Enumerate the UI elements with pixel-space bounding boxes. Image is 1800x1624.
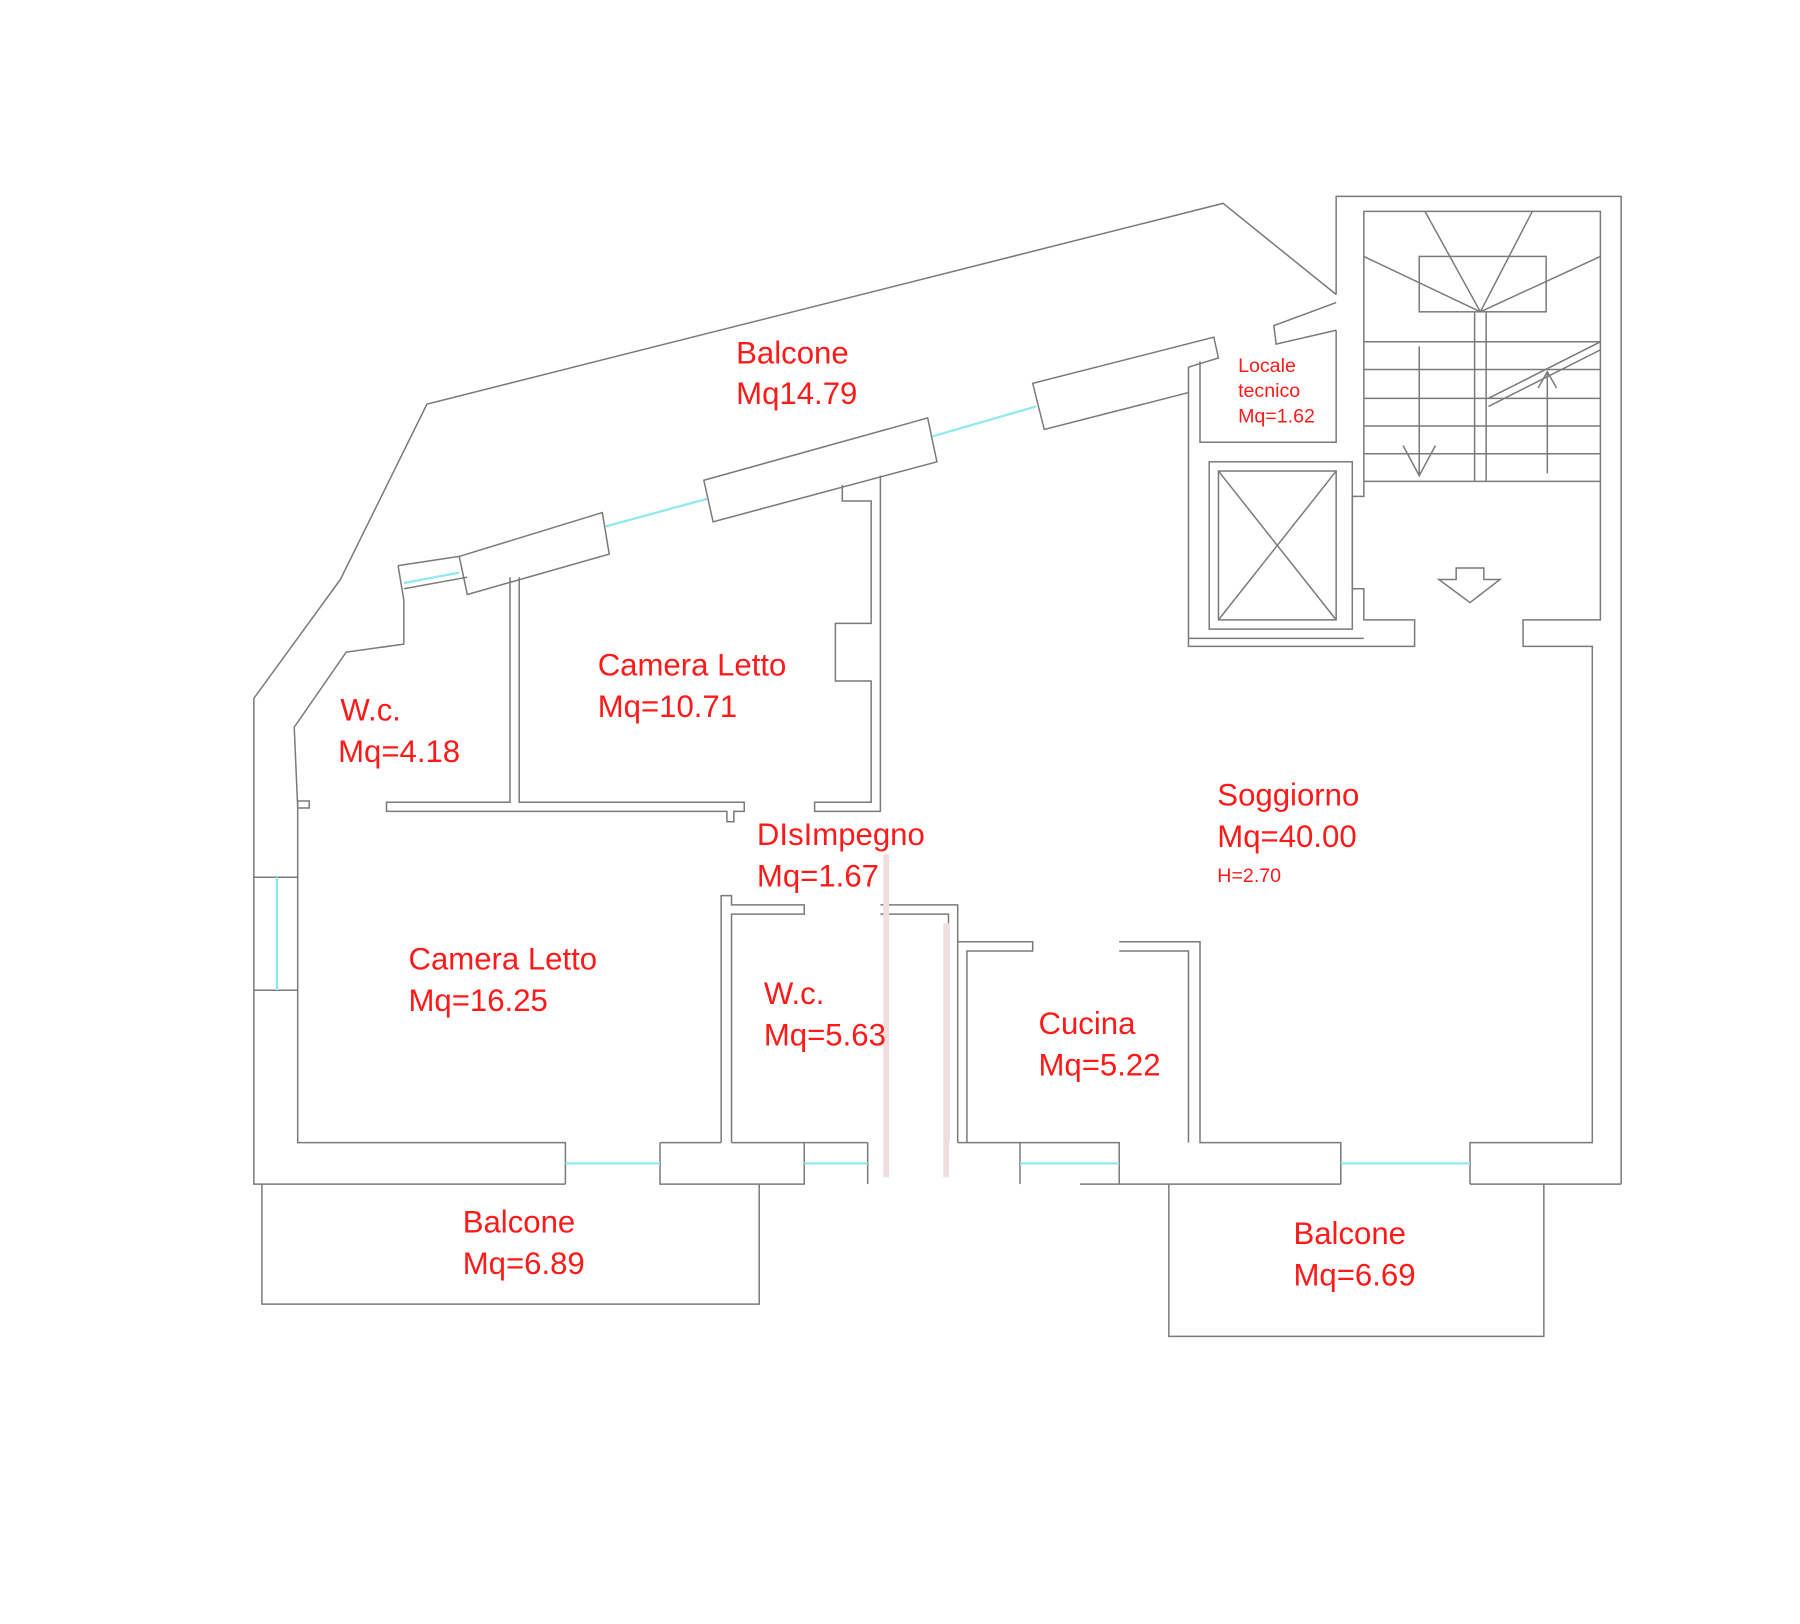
entrance-arrow-icon bbox=[1436, 567, 1503, 604]
windows bbox=[275, 405, 1470, 1165]
room-area: Mq=6.89 bbox=[463, 1246, 585, 1281]
room-name: Camera Letto bbox=[598, 647, 787, 682]
room-name: Locale bbox=[1238, 355, 1296, 377]
room-height: H=2.70 bbox=[1217, 865, 1281, 887]
room-name: Balcone bbox=[463, 1205, 576, 1240]
room-name: W.c. bbox=[764, 976, 825, 1011]
room-name: Soggiorno bbox=[1217, 778, 1359, 813]
room-area: Mq=10.71 bbox=[598, 689, 737, 724]
room-area: Mq14.79 bbox=[736, 376, 857, 411]
room-name: DIsImpegno bbox=[757, 817, 925, 852]
watermark bbox=[883, 854, 950, 1178]
room-area: Mq=16.25 bbox=[408, 983, 547, 1018]
room-area: Mq=1.67 bbox=[757, 858, 879, 893]
room-name-line2: tecnico bbox=[1238, 380, 1300, 402]
room-area: Mq=6.69 bbox=[1293, 1258, 1415, 1293]
room-area: Mq=4.18 bbox=[338, 734, 460, 769]
room-area: Mq=40.00 bbox=[1217, 819, 1356, 854]
room-name: W.c. bbox=[340, 692, 401, 727]
room-name: Balcone bbox=[736, 336, 849, 371]
room-area: Mq=5.22 bbox=[1038, 1048, 1160, 1083]
room-name: Balcone bbox=[1293, 1216, 1406, 1251]
room-area: Mq=5.63 bbox=[764, 1018, 886, 1053]
staircase bbox=[1363, 211, 1601, 604]
room-area: Mq=1.62 bbox=[1238, 406, 1315, 428]
room-labels: Balcone Mq14.79 Locale tecnico Mq=1.62 C… bbox=[338, 336, 1415, 1293]
room-name: Cucina bbox=[1038, 1006, 1136, 1041]
room-name: Camera Letto bbox=[408, 942, 597, 977]
